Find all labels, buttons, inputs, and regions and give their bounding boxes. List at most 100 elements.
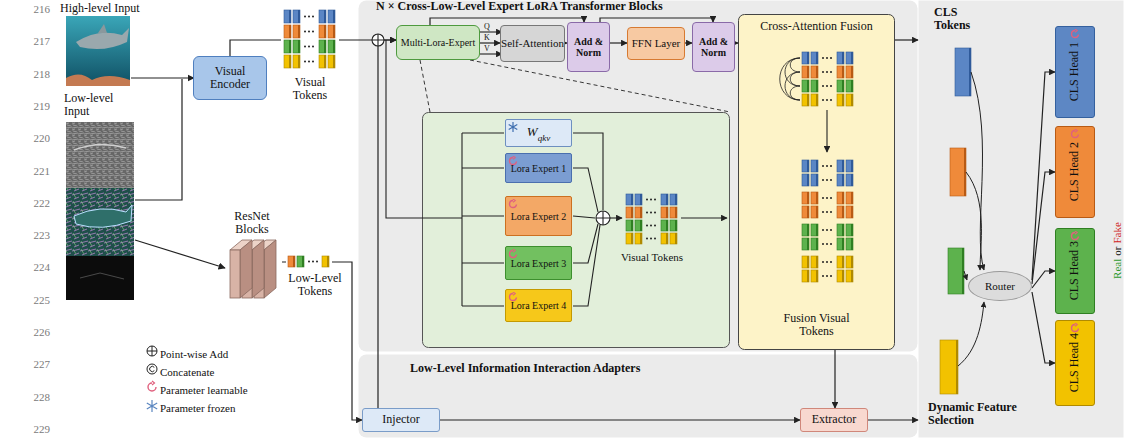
connector	[868, 419, 918, 420]
label-slot: 224	[22, 261, 50, 273]
label-slot: 221	[22, 165, 50, 177]
adapter-band: Low-Level Information Interaction Adapte…	[358, 354, 918, 438]
box-label: Multi-Lora-Expert	[401, 37, 475, 48]
fusion-token-grid	[780, 52, 853, 282]
connector	[834, 350, 835, 408]
learnable-icon	[508, 199, 518, 209]
norm-box: Add & Norm	[567, 22, 610, 72]
line-number: 217	[22, 35, 50, 47]
label-slot: 220	[22, 132, 50, 144]
expert-panel: Visual Tokens WqkvLora Expert 1 Lora Exper…	[422, 112, 730, 348]
line-number: 224	[22, 261, 50, 273]
input-label: Low-level Input	[64, 92, 126, 118]
injector-box: Injector	[362, 408, 440, 432]
input-label: High-level Input	[60, 2, 150, 15]
frozen-icon	[508, 122, 518, 132]
selection-label: Dynamic Feature Selection	[928, 401, 1048, 427]
connector	[610, 42, 627, 43]
legend-row: Parameter frozen	[160, 398, 235, 416]
low-level-token-row	[286, 254, 332, 269]
output-word: or	[1111, 247, 1123, 256]
line-number: 225	[22, 294, 50, 306]
box-label: N × Cross-Low-Level Expert LoRA Transfor…	[376, 0, 918, 13]
connector	[480, 42, 500, 43]
cls-token-set	[940, 48, 984, 394]
cls-head: CLS Head 2	[1055, 126, 1095, 218]
norm-box: Add & Norm	[692, 22, 735, 72]
box-label: Lora Expert 4	[511, 300, 567, 311]
box-label: Lora Expert 1	[511, 163, 567, 174]
legend-row: Parameter learnable	[160, 380, 248, 398]
box-label: Add & Norm	[568, 36, 609, 58]
legend-row: Concatenate	[160, 362, 214, 380]
line-number: 221	[22, 165, 50, 177]
box-label: Visual Tokens	[612, 251, 692, 263]
lora-expert-box: Lora Expert 4	[505, 289, 572, 322]
learnable-icon	[1070, 323, 1080, 333]
box-label: CLS Head 3	[1068, 241, 1081, 300]
lora-expert-box: Lora Expert 1	[505, 153, 572, 183]
fusion-panel: Cross-Attention FusionFusion Visual Toke…	[738, 14, 895, 350]
line-number: 223	[22, 229, 50, 241]
label-slot: 218	[22, 68, 50, 80]
connector	[895, 39, 918, 40]
token-label: Low-Level Tokens	[284, 272, 346, 298]
label-slot: Low-level Input	[64, 92, 126, 118]
connector	[1032, 271, 1055, 288]
box-label: ResNet Blocks	[222, 210, 282, 236]
line-number: 220	[22, 132, 50, 144]
learnable-icon	[1070, 231, 1080, 241]
token-label: Visual Tokens	[278, 76, 342, 102]
extractor-box: Extractor	[800, 408, 868, 432]
encoder-box: Visual Encoder	[193, 56, 267, 100]
legend-symbols	[147, 346, 157, 412]
qkv-label: V	[481, 44, 493, 53]
label-slot: Low-Level Tokens	[284, 272, 346, 298]
legend-text: Point-wise Add	[160, 348, 228, 360]
box-label: W	[527, 124, 538, 139]
label-slot: K	[481, 33, 493, 42]
connector	[1032, 72, 1055, 280]
line-number: 219	[22, 100, 50, 112]
label-slot: 227	[22, 358, 50, 370]
output-word: Fake	[1111, 222, 1123, 243]
label-slot: 219	[22, 100, 50, 112]
frozen-weight-box: Wqkv	[505, 119, 572, 147]
box-label: Router	[985, 280, 1015, 292]
box-label: Fusion Visual Tokens	[777, 312, 857, 338]
connector	[1032, 172, 1055, 284]
visual-token-stack	[281, 8, 339, 72]
connector	[282, 262, 362, 420]
router-ellipse: Router	[968, 271, 1032, 301]
label-slot: 223	[22, 229, 50, 241]
cls-head: CLS Head 3	[1055, 228, 1095, 314]
lora-expert-box: Lora Expert 3	[505, 246, 572, 280]
qkv-label: Q	[481, 22, 493, 31]
line-number: 227	[22, 358, 50, 370]
box-label: Visual Encoder	[194, 65, 266, 91]
expert-box: Multi-Lora-Expert	[396, 25, 480, 60]
box-label: Lora Expert 3	[511, 258, 567, 269]
input-images	[66, 16, 134, 300]
box-label: FFN Layer	[632, 37, 681, 49]
line-number: 216	[22, 3, 50, 15]
box-label: qkv	[538, 133, 551, 143]
label-slot: 229	[22, 423, 50, 435]
expert-token-stack	[626, 194, 677, 244]
box-label: Add & Norm	[693, 36, 734, 58]
line-number: 218	[22, 68, 50, 80]
resnet-block: ResNet Blocks	[222, 210, 282, 302]
box-label: Lora Expert 2	[511, 211, 567, 222]
expert-wires	[386, 32, 730, 306]
transformer-panel: N × Cross-Low-Level Expert LoRA Transfor…	[358, 0, 918, 352]
box-label: Low-Level Information Interaction Adapte…	[410, 362, 918, 375]
label-slot: 228	[22, 391, 50, 403]
connector	[685, 42, 692, 43]
learnable-icon	[1070, 29, 1080, 39]
label-slot: 217	[22, 35, 50, 47]
legend-text: Concatenate	[160, 366, 214, 378]
input-arrows	[131, 78, 225, 268]
panel-fill	[739, 15, 895, 350]
label-slot: Visual Tokens	[278, 76, 342, 102]
box-label: Cross-Attention Fusion	[760, 20, 873, 33]
